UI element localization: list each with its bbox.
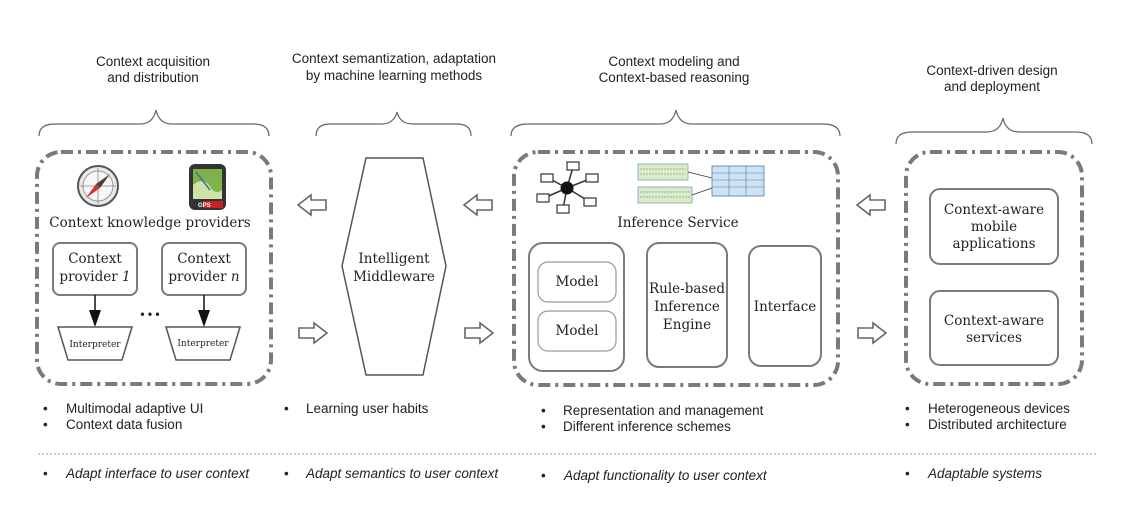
arrow-right-3 (857, 321, 888, 345)
model-1-label: Model (556, 274, 599, 290)
middleware-line-2: Middleware (353, 269, 435, 285)
interpreter-n-shape (164, 326, 242, 361)
svg-text:•: • (905, 466, 910, 481)
inference-service-label: Inference Service (617, 215, 738, 231)
services-line-2: services (966, 330, 1022, 346)
brace-deployment (895, 117, 1093, 145)
svg-text:•: • (905, 401, 910, 416)
header-semantization-line-1: Context semantization, adaptation (292, 51, 496, 66)
arrow-left-2 (462, 193, 493, 217)
bullet-deployment-1: Heterogeneous devices (928, 401, 1070, 416)
provider-1-down-arrow (89, 295, 101, 327)
bullets-acquisition: • Multimodal adaptive UI • Context data … (43, 401, 203, 432)
svg-text:•: • (541, 419, 546, 434)
apps-line-3: applications (952, 236, 1035, 252)
provider-n-down-arrow (198, 295, 210, 327)
services-line-1: Context-aware (944, 313, 1044, 329)
interpreter-1-label: Interpreter (69, 340, 121, 350)
header-deployment-line-1: Context-driven design (926, 63, 1057, 78)
inference-engine-box (646, 242, 728, 368)
header-modeling-line-1: Context modeling and (608, 54, 739, 69)
network-graph-icon (536, 161, 599, 214)
adaptable-systems: Adaptable systems (927, 466, 1042, 481)
middleware-line-1: Intelligent (358, 251, 430, 267)
svg-text:•: • (43, 401, 48, 416)
adapt-semantics: Adapt semantics to user context (305, 466, 499, 481)
svg-text:•: • (541, 403, 546, 418)
interface-box (748, 245, 822, 367)
interpreter-1-shape (56, 326, 134, 361)
compass-icon (77, 165, 119, 207)
acquisition-frame (35, 150, 273, 386)
svg-text:•: • (43, 466, 48, 481)
modeling-frame (512, 150, 840, 387)
svg-text:•: • (43, 417, 48, 432)
mobile-applications-box (929, 188, 1059, 265)
header-modeling-line-2: Context-based reasoning (599, 70, 750, 85)
services-box (929, 290, 1059, 366)
provider-1-line-2: provider 1 (59, 269, 130, 285)
provider-1-line-1: Context (68, 251, 122, 267)
engine-line-1: Rule-based (649, 281, 725, 297)
bullet-modeling-1: Representation and management (563, 403, 764, 418)
svg-text:•: • (284, 401, 289, 416)
providers-ellipsis: • • • (140, 307, 159, 321)
header-acquisition-line-1: Context acquisition (96, 54, 210, 69)
bullet-modeling-2: Different inference schemes (563, 419, 731, 434)
engine-line-3: Engine (663, 317, 711, 333)
gps-label: GPS (198, 203, 211, 209)
bullets-semantization: • Learning user habits (284, 401, 429, 416)
bullets-modeling: • Representation and management • Differ… (541, 403, 764, 434)
engine-line-2: Inference (654, 299, 720, 315)
svg-text:•: • (541, 468, 546, 483)
arrow-left-3 (855, 193, 886, 217)
deployment-frame (904, 150, 1084, 386)
brace-acquisition (38, 109, 270, 137)
bullet-deployment-2: Distributed architecture (928, 417, 1067, 432)
providers-label: Context knowledge providers (49, 215, 251, 231)
svg-text:•: • (905, 417, 910, 432)
bullet-semantization-1: Learning user habits (306, 401, 429, 416)
model-2-box (537, 310, 617, 352)
arrow-right-2 (464, 321, 495, 345)
header-semantization-line-2: by machine learning methods (306, 68, 483, 83)
brace-modeling (510, 109, 841, 137)
interface-label: Interface (754, 299, 817, 315)
interpreter-n-label: Interpreter (177, 339, 229, 349)
gps-device-icon: GPS (189, 164, 226, 210)
provider-n-line-2: provider n (168, 269, 239, 285)
middleware-hexagon (341, 157, 447, 376)
model-2-label: Model (556, 323, 599, 339)
apps-line-2: mobile (971, 219, 1017, 235)
arrow-left-1 (296, 193, 327, 217)
adapt-interface: Adapt interface to user context (65, 466, 250, 481)
header-deployment-line-2: and deployment (944, 79, 1040, 94)
bullet-acquisition-1: Multimodal adaptive UI (66, 401, 203, 416)
model-1-box (537, 261, 617, 303)
svg-text:•: • (284, 466, 289, 481)
bullet-acquisition-2: Context data fusion (66, 417, 182, 432)
header-acquisition-line-2: and distribution (107, 70, 199, 85)
apps-line-1: Context-aware (944, 202, 1044, 218)
bullets-deployment: • Heterogeneous devices • Distributed ar… (905, 401, 1070, 432)
brace-semantization (315, 111, 472, 137)
data-tables-icon (637, 163, 765, 204)
adapt-functionality: Adapt functionality to user context (563, 468, 768, 483)
provider-n-line-1: Context (177, 251, 231, 267)
arrow-right-1 (298, 321, 329, 345)
